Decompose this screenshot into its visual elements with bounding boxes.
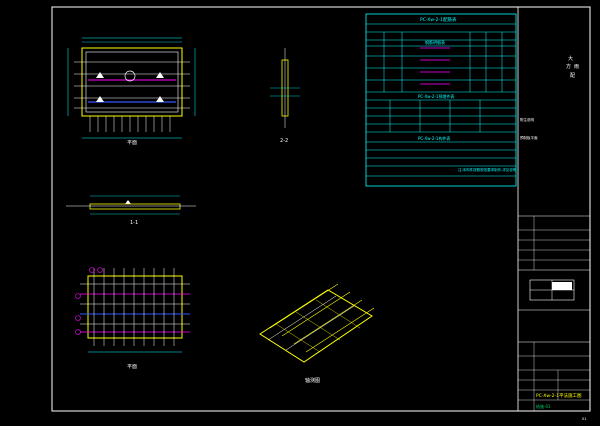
panel-char-2: 方 [566,63,571,70]
page-number: 01 [582,417,586,421]
rebar-table-title: PC-Xw-2-1配筋表 [420,16,457,23]
iso-label: 轴测图 [305,377,320,384]
rebar-subtitle: 钢筋明细表 [425,39,445,45]
component-table-title: PC-Xw-2-1构件表 [418,135,450,141]
plan-view-bottom: 平面 [75,267,190,370]
title-block: 大 方 雨 配 附注说明 预制板平面 PC-Xw-2-1平法施工图 结施-01 … [518,55,590,421]
section-2-2-view: 2-2 [270,48,300,144]
section-1-1-view: 1-1 [66,195,196,226]
panel-small-note: 预制板平面 [520,135,538,140]
plan-top-label: 平面 [127,140,137,146]
panel-char-4: 配 [570,73,575,79]
title-block-frame [517,6,591,412]
panel-char-3: 雨 [574,64,579,70]
panel-caption: 附注说明 [520,117,534,122]
panel-char-1: 大 [568,55,573,62]
table-note: 注:本构件按照规范要求制作,详见说明 [458,167,517,172]
plan-bottom-label: 平面 [127,364,137,370]
section-11-label: 1-1 [130,220,138,226]
embed-table-title: PC-Xw-2-1预埋件表 [418,93,454,99]
drawing-title: PC-Xw-2-1平法施工图 [536,392,582,399]
section-22-label: 2-2 [280,138,288,144]
isometric-view: 轴测图 [259,283,375,384]
plan-view-top: 平面 [67,37,196,146]
rebar-table: PC-Xw-2-1配筋表 钢筋明细表 PC-Xw-2-1预埋件表 PC-Xw-2… [365,13,517,187]
drawing-number: 结施-01 [536,403,551,409]
